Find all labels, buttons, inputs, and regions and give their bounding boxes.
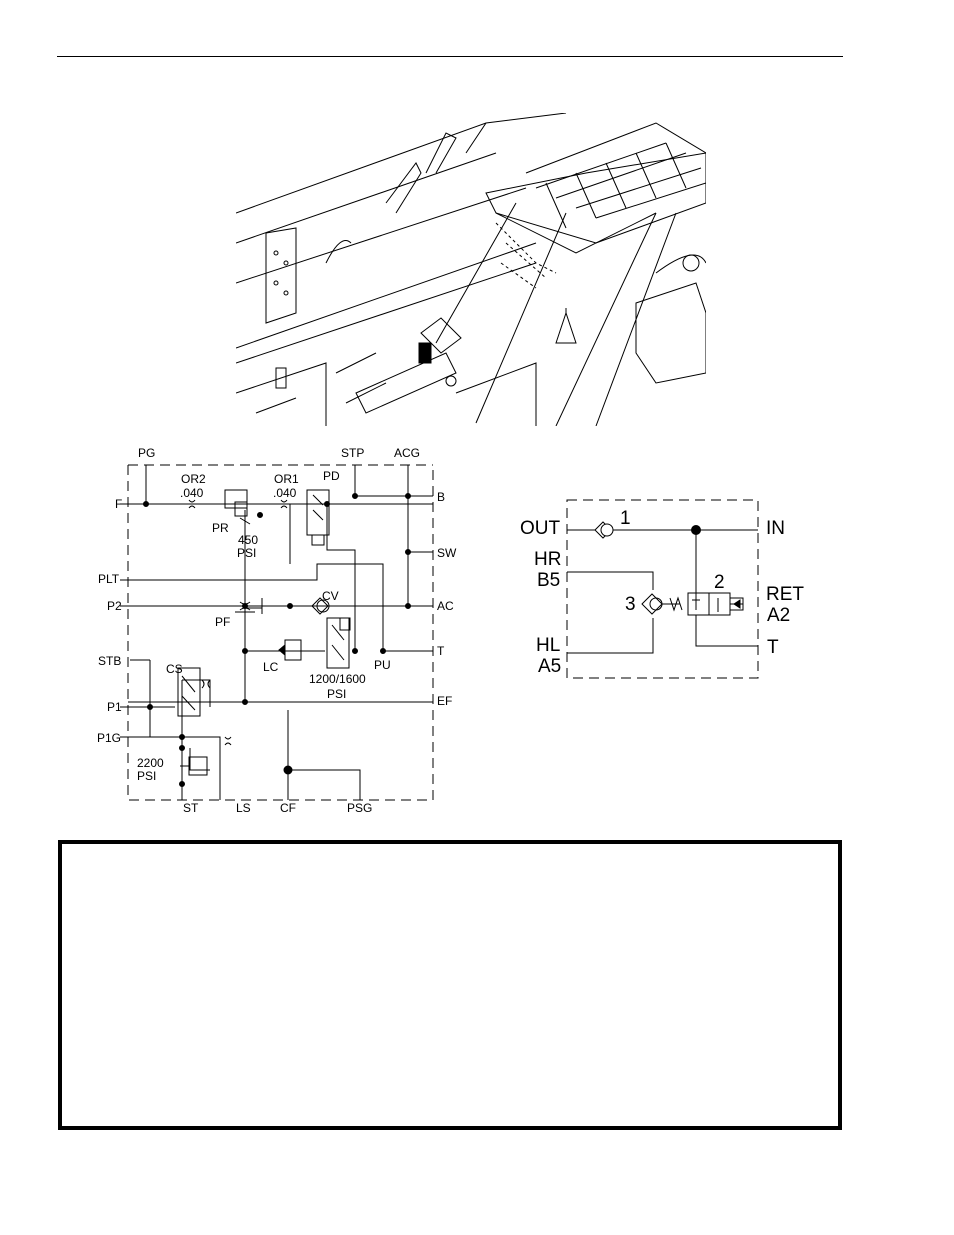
port-ac: AC (437, 599, 454, 613)
label-t: T (767, 637, 779, 658)
port-p1g: P1G (97, 731, 122, 745)
port-st: ST (183, 801, 199, 815)
port-ef: EF (437, 694, 453, 708)
label-2: 2 (714, 572, 725, 593)
label-pr-setting-1: 450 (238, 533, 259, 547)
label-or1: OR1 (274, 472, 299, 486)
label-hr: HR (534, 549, 562, 570)
port-stb: STB (98, 654, 122, 668)
hydraulic-schematic (90, 440, 470, 820)
port-t: T (437, 644, 445, 658)
label-or2-size: .040 (180, 486, 204, 500)
port-b: B (437, 490, 446, 504)
port-ls: LS (236, 801, 251, 815)
notes-box (58, 840, 842, 1130)
label-in: IN (766, 518, 785, 539)
port-cf: CF (280, 801, 296, 815)
port-f: F (115, 497, 123, 511)
label-ret: RET (766, 584, 804, 605)
valve-diagram (510, 490, 810, 690)
label-pu-setting-1: 1200/1600 (309, 672, 366, 686)
label-pr-setting-2: PSI (237, 546, 257, 560)
label-lc: LC (263, 660, 279, 674)
label-pu-setting-2: PSI (327, 687, 347, 701)
port-p1: P1 (107, 700, 122, 714)
port-psg: PSG (347, 801, 373, 815)
port-stp: STP (341, 446, 365, 460)
label-b5: B5 (537, 570, 561, 591)
label-st-setting-2: PSI (137, 769, 157, 783)
label-pr: PR (212, 521, 229, 535)
label-st-setting-1: 2200 (137, 756, 164, 770)
port-acg: ACG (394, 446, 421, 460)
label-a2: A2 (767, 605, 791, 626)
label-cv: CV (322, 589, 339, 603)
label-pf: PF (215, 615, 231, 629)
label-hl: HL (536, 635, 561, 656)
machine-illustration (236, 113, 706, 426)
label-a5: A5 (538, 656, 562, 677)
header-rule (57, 56, 843, 57)
label-pu: PU (374, 658, 391, 672)
port-plt: PLT (98, 572, 120, 586)
label-or1-size: .040 (273, 486, 297, 500)
port-p2: P2 (107, 599, 122, 613)
port-pg: PG (138, 446, 156, 460)
label-pd: PD (323, 469, 340, 483)
label-3: 3 (625, 594, 636, 615)
label-cs: CS (166, 662, 183, 676)
label-1: 1 (620, 508, 631, 529)
port-sw: SW (437, 546, 457, 560)
label-out: OUT (520, 518, 561, 539)
label-or2: OR2 (181, 472, 206, 486)
